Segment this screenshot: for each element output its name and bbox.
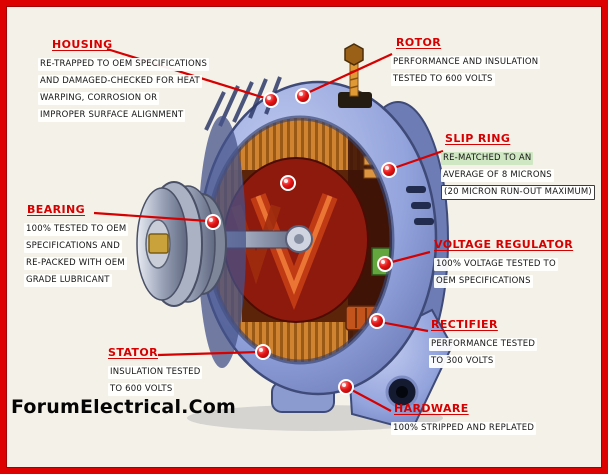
watermark: ForumElectrical.Com: [11, 396, 236, 418]
marker-dot-bearing: [205, 214, 221, 230]
callout-hardware-desc: 100% STRIPPED AND REPLATED: [391, 418, 537, 435]
callout-bearing-line: SPECIFICATIONS AND: [24, 240, 122, 253]
callout-voltage-regulator-line: OEM SPECIFICATIONS: [434, 275, 533, 288]
pulley: [136, 181, 227, 307]
callout-rotor-line: TESTED TO 600 VOLTS: [391, 73, 495, 86]
callout-rectifier-desc: PERFORMANCE TESTED TO 300 VOLTS: [429, 334, 538, 368]
callout-stator-line: TO 600 VOLTS: [108, 383, 175, 396]
callout-stator: STATOR INSULATION TESTED TO 600 VOLTS: [108, 346, 203, 396]
callout-rotor: ROTOR PERFORMANCE AND INSULATION TESTED …: [391, 36, 541, 86]
marker-dot-slip-ring: [381, 162, 397, 178]
marker-dot-rotor: [295, 88, 311, 104]
leader-housing: [106, 47, 269, 101]
mounting-hole-center: [396, 386, 408, 398]
callout-rotor-title: ROTOR: [396, 36, 442, 49]
terminal-stud: [338, 43, 372, 108]
leader-stator: [157, 350, 259, 357]
callout-housing-line: WARPING, CORROSION OR: [38, 92, 160, 105]
leader-bearing: [93, 211, 209, 223]
callout-bearing-line: 100% TESTED TO OEM: [24, 223, 129, 236]
callout-voltage-regulator: VOLTAGE REGULATOR 100% VOLTAGE TESTED TO…: [434, 238, 573, 288]
callout-stator-line: INSULATION TESTED: [108, 366, 203, 379]
pulley-nut: [148, 233, 169, 254]
callout-voltage-regulator-desc: 100% VOLTAGE TESTED TO OEM SPECIFICATION…: [434, 254, 573, 288]
callout-bearing-desc: 100% TESTED TO OEM SPECIFICATIONS AND RE…: [24, 219, 129, 287]
marker-dot-voltage-regulator: [377, 256, 393, 272]
marker-dot-housing: [263, 92, 279, 108]
shaft-end-center: [294, 234, 304, 244]
callout-housing-line: RE-TRAPPED TO OEM SPECIFICATIONS: [38, 58, 210, 71]
vent-slots: [406, 186, 434, 225]
leader-voltage-regulator: [387, 250, 431, 265]
callout-housing-title: HOUSING: [52, 38, 113, 51]
callout-hardware-line: 100% STRIPPED AND REPLATED: [391, 422, 537, 435]
leader-lines: [93, 47, 444, 412]
leader-rectifier: [379, 320, 429, 333]
callout-stator-desc: INSULATION TESTED TO 600 VOLTS: [108, 362, 203, 396]
callout-rectifier-line: PERFORMANCE TESTED: [429, 338, 538, 351]
callout-housing-desc: RE-TRAPPED TO OEM SPECIFICATIONS AND DAM…: [38, 54, 210, 122]
callout-housing-line: IMPROPER SURFACE ALIGNMENT: [38, 109, 186, 122]
callout-bearing-line: GRADE LUBRICANT: [24, 274, 112, 287]
callout-slip-ring-line: (20 MICRON RUN-OUT MAXIMUM): [441, 185, 595, 200]
callout-voltage-regulator-title: VOLTAGE REGULATOR: [434, 238, 574, 251]
callout-slip-ring-title: SLIP RING: [445, 132, 511, 145]
callout-rectifier-line: TO 300 VOLTS: [429, 355, 496, 368]
cooling-fins: [204, 76, 282, 131]
callout-slip-ring-line: RE-MATCHED TO AN: [441, 152, 534, 165]
callout-hardware: HARDWARE 100% STRIPPED AND REPLATED: [391, 402, 537, 435]
marker-dot-rotor-center: [280, 175, 296, 191]
callout-rotor-desc: PERFORMANCE AND INSULATION TESTED TO 600…: [391, 52, 541, 86]
marker-dot-stator: [255, 344, 271, 360]
leader-slip-ring: [390, 149, 444, 171]
leader-hardware: [349, 388, 392, 412]
callout-slip-ring-desc: RE-MATCHED TO AN AVERAGE OF 8 MICRONS (2…: [441, 148, 595, 200]
callout-slip-ring-line: AVERAGE OF 8 MICRONS: [441, 169, 554, 182]
callout-rectifier-title: RECTIFIER: [431, 318, 498, 331]
callout-housing-line: AND DAMAGED-CHECKED FOR HEAT: [38, 75, 202, 88]
marker-dot-rectifier: [369, 313, 385, 329]
callout-bearing-title: BEARING: [27, 203, 86, 216]
callout-housing: HOUSING RE-TRAPPED TO OEM SPECIFICATIONS…: [38, 38, 210, 122]
callout-hardware-title: HARDWARE: [394, 402, 469, 415]
callout-slip-ring: SLIP RING RE-MATCHED TO AN AVERAGE OF 8 …: [441, 132, 595, 200]
callout-bearing: BEARING 100% TESTED TO OEM SPECIFICATION…: [24, 203, 129, 287]
callout-voltage-regulator-line: 100% VOLTAGE TESTED TO: [434, 258, 558, 271]
marker-dots: [205, 88, 397, 395]
marker-dot-hardware: [338, 379, 354, 395]
callout-bearing-line: RE-PACKED WITH OEM: [24, 257, 127, 270]
callout-rotor-line: PERFORMANCE AND INSULATION: [391, 56, 541, 69]
callout-stator-title: STATOR: [108, 346, 158, 359]
leader-rotor: [302, 53, 393, 96]
callout-rectifier: RECTIFIER PERFORMANCE TESTED TO 300 VOLT…: [429, 318, 538, 368]
